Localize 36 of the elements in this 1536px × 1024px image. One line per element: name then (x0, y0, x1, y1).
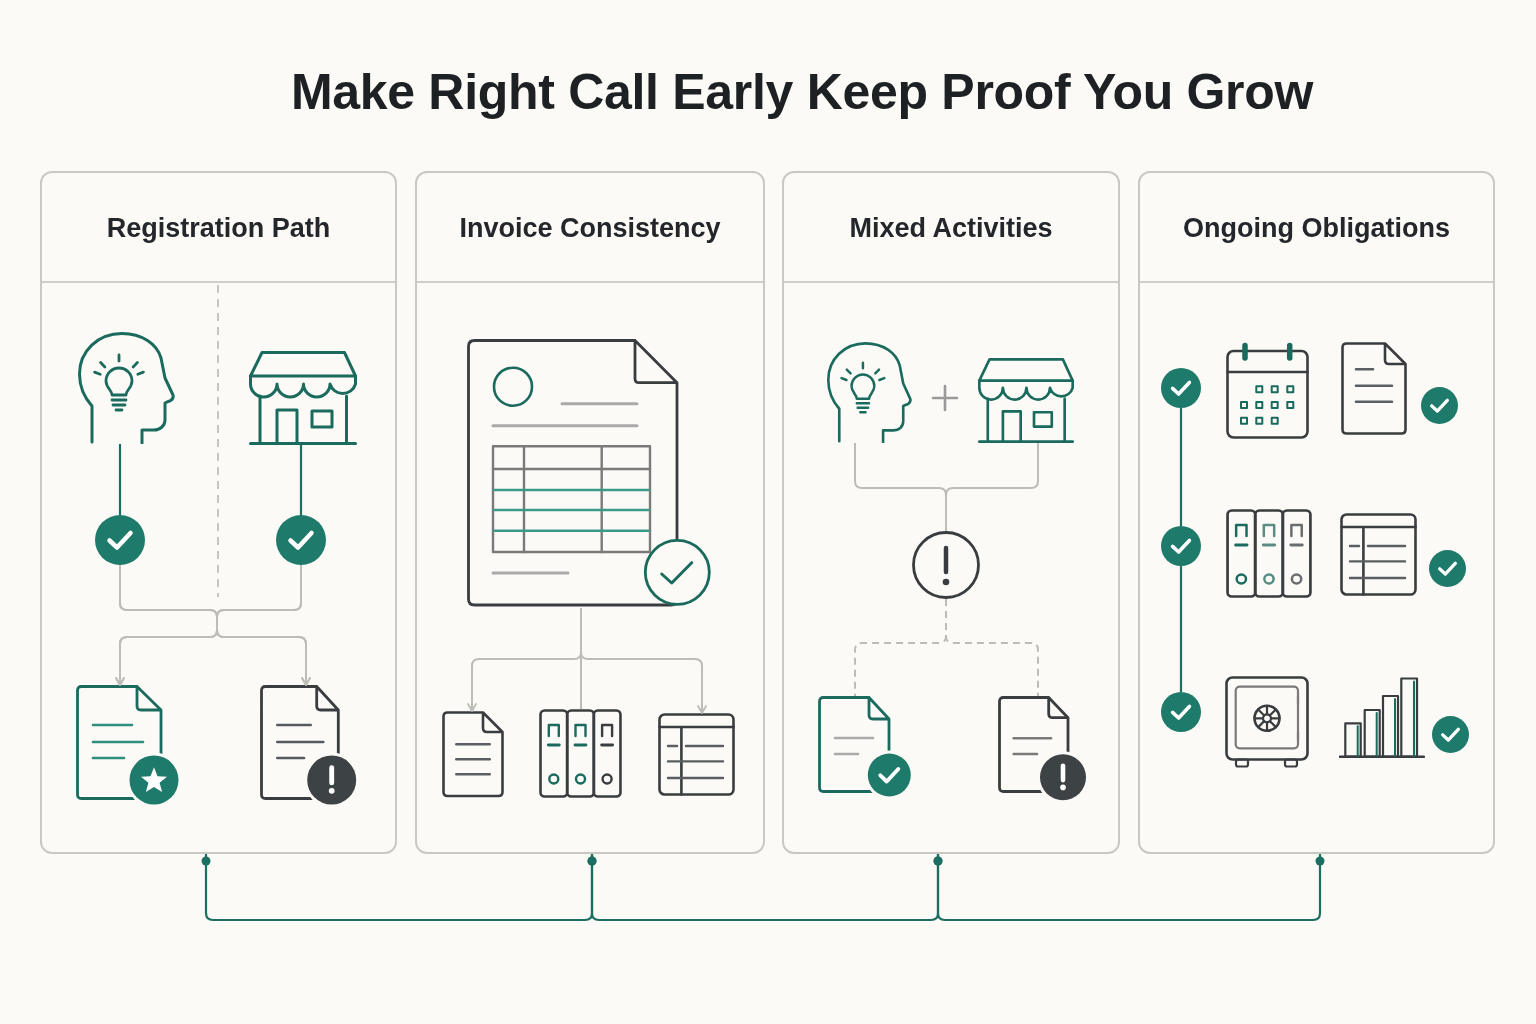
document-star-icon (76, 685, 179, 805)
connector-line (1179, 408, 1183, 526)
document-alert-icon (998, 696, 1087, 801)
panel-card (782, 171, 1120, 854)
arrow (216, 564, 311, 686)
binders-icon (539, 709, 622, 798)
check-circle-icon (1161, 368, 1201, 408)
check-circle-icon (1161, 526, 1201, 566)
head-lightbulb-icon (78, 332, 175, 444)
storefront-icon (978, 358, 1074, 443)
document-check-icon (818, 696, 911, 797)
document-alert-icon (260, 685, 357, 805)
document-icon (442, 711, 504, 798)
connector-line (945, 442, 1039, 532)
spreadsheet-icon (658, 713, 735, 796)
panel-card (1138, 171, 1495, 854)
head-lightbulb-icon (827, 342, 912, 443)
alert-circle-icon (912, 531, 980, 599)
panel-heading: Ongoing Obligations (1183, 212, 1450, 245)
arrow (580, 607, 707, 714)
panel-card (415, 171, 765, 854)
panel-heading: Mixed Activities (849, 212, 1053, 245)
panel-card (40, 171, 397, 854)
connector-line (299, 445, 303, 515)
diagram-title: Make Right Call Early Keep Proof You Grow (290, 63, 1314, 122)
invoice-check-icon (467, 339, 712, 608)
check-circle-icon (95, 515, 145, 565)
dot-ended-connector-line (933, 854, 1325, 922)
check-circle-icon (276, 515, 326, 565)
dashed-connector-line (945, 598, 1039, 697)
storefront-icon (249, 351, 357, 445)
check-circle-icon (1161, 692, 1201, 732)
panel-heading: Invoice Consistency (459, 212, 721, 245)
connector-line (1179, 566, 1183, 692)
panel-heading: Registration Path (106, 212, 331, 245)
connector-line (118, 444, 122, 515)
